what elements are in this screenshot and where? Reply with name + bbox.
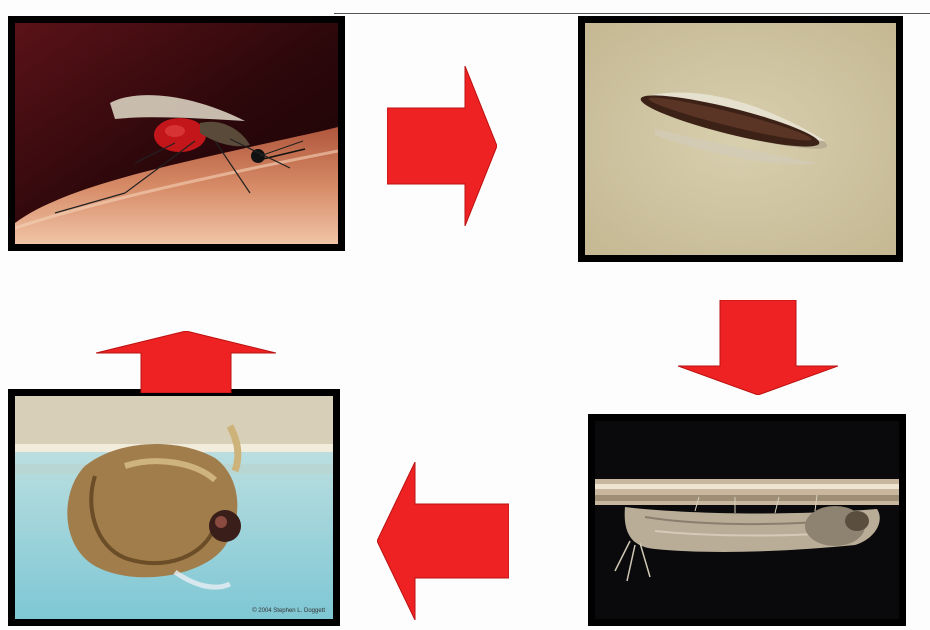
arrow-left-icon: [377, 462, 509, 620]
top-rule: [334, 13, 930, 14]
adult-mosquito-photo: [8, 16, 345, 251]
pupa-photo: © 2004 Stephen L. Doggett: [8, 389, 340, 626]
arrow-up-icon: [96, 331, 276, 393]
larva-photo: [588, 414, 906, 626]
arrow-down-icon: [678, 300, 838, 395]
arrow-right-icon: [387, 66, 497, 226]
egg-photo: [578, 16, 903, 262]
photo-credit: © 2004 Stephen L. Doggett: [252, 608, 325, 614]
